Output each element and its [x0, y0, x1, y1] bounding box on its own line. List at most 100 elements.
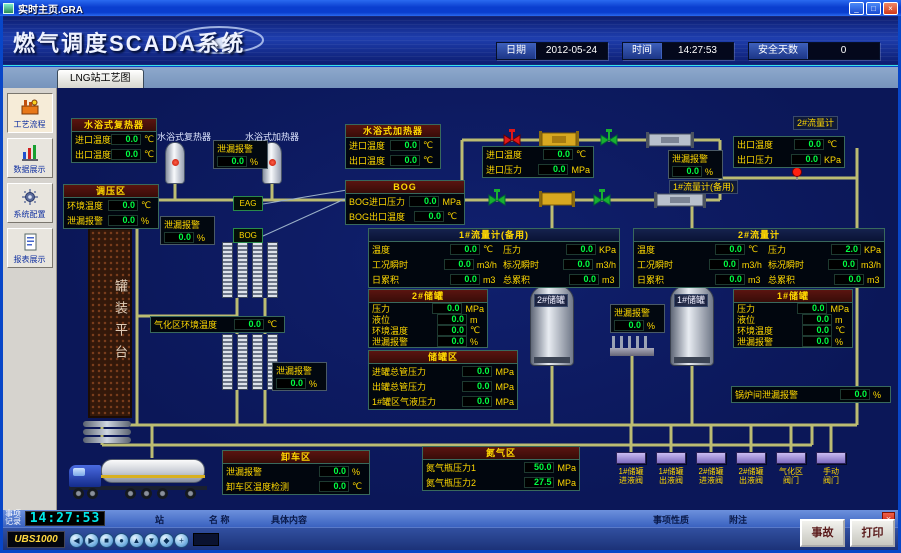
field-value: 0.0 — [108, 200, 138, 211]
field-value: 0.0 — [714, 274, 745, 285]
sidebar-item-report-display[interactable]: 报表展示 — [6, 228, 53, 268]
gas-bottles — [83, 421, 131, 445]
bog-label: BOG — [233, 228, 263, 243]
field-value: 0.0 — [108, 215, 138, 226]
valve-icon[interactable] — [600, 129, 618, 146]
field-value: 0.0 — [565, 244, 596, 255]
valve-control: 气化区 阀门 — [773, 452, 809, 485]
nav-button[interactable]: ● — [114, 533, 129, 548]
field-value: 0.0 — [802, 314, 832, 325]
field-label: BOG出口温度 — [349, 212, 406, 222]
header-banner: 燃气调度SCADA系统 日期 2012-05-24 时间 14:27:53 安全… — [3, 16, 898, 66]
nav-button[interactable]: ▼ — [144, 533, 159, 548]
time-label: 时间 — [623, 43, 661, 59]
field-label: 进口温度 — [75, 135, 112, 145]
tab-lng-process[interactable]: LNG站工艺图 — [57, 69, 144, 88]
event-record-title: 事项记录 — [5, 509, 21, 526]
field-value: 27.5 — [524, 477, 555, 488]
minimize-button[interactable]: _ — [849, 1, 864, 15]
valve-icon[interactable] — [503, 129, 521, 146]
valve-button[interactable] — [736, 452, 766, 464]
field-value: 0.0 — [390, 155, 420, 166]
flow-meter-icon — [646, 132, 694, 148]
brand-logo: UBS1000 — [7, 530, 65, 548]
field-unit: MPa — [442, 196, 461, 207]
field-label: 出口压力 — [737, 155, 774, 165]
status-field[interactable] — [193, 532, 219, 546]
nav-button-group: ◀▶■●▲▼◆+ — [69, 530, 189, 548]
field-value: 0.0 — [840, 389, 870, 400]
valve-button[interactable] — [656, 452, 686, 464]
field-value: 0.0 — [790, 154, 821, 165]
reheater-label: 水浴式复热器 — [157, 132, 212, 142]
valve-button[interactable] — [776, 452, 806, 464]
field-label: 氮气瓶压力1 — [426, 463, 477, 473]
sidebar-item-data-display[interactable]: 数据展示 — [6, 138, 53, 178]
field-unit: m3/h — [741, 259, 762, 270]
leak-alarm-panel: 泄漏报警 0.0% — [610, 304, 665, 333]
sidebar-item-process-flow[interactable]: 工艺流程 — [6, 93, 53, 133]
sidebar-item-label: 系统配置 — [13, 210, 46, 219]
valve-button[interactable] — [616, 452, 646, 464]
nav-button[interactable]: ■ — [99, 533, 114, 548]
nav-button[interactable]: ◀ — [69, 533, 84, 548]
field-value: 0.0 — [443, 259, 474, 270]
field-label: 总累积 — [502, 275, 530, 285]
valve-button[interactable] — [816, 452, 846, 464]
valve-button[interactable] — [696, 452, 726, 464]
field-value: 0.0 — [834, 274, 864, 285]
print-button[interactable]: 打印 — [850, 519, 895, 547]
close-button[interactable]: × — [883, 1, 898, 15]
field-value: 0.0 — [449, 244, 480, 255]
field-value: 0.0 — [409, 196, 440, 207]
valve-label: 2#储罐 出液阀 — [738, 467, 764, 485]
field-label: 工况瞬时 — [637, 260, 674, 270]
field-unit: % — [873, 389, 882, 400]
system-title: 燃气调度SCADA系统 — [13, 31, 246, 56]
field-label: 压力 — [502, 245, 521, 255]
accident-button[interactable]: 事故 — [800, 519, 845, 547]
sidebar-item-system-config[interactable]: 系统配置 — [6, 183, 53, 223]
valve-icon[interactable] — [488, 189, 506, 206]
field-label: BOG进口压力 — [349, 197, 406, 207]
field-label: 出口温度 — [737, 140, 774, 150]
filling-platform: 罐装平台 — [88, 228, 132, 418]
field-unit: MPa — [557, 462, 576, 473]
nav-button[interactable]: ▲ — [129, 533, 144, 548]
field-unit: MPa — [495, 366, 514, 377]
time-box: 时间 14:27:53 — [622, 42, 734, 60]
field-value: 0.0 — [234, 319, 264, 330]
time-value: 14:27:53 — [661, 43, 733, 59]
nav-button[interactable]: ▶ — [84, 533, 99, 548]
data-display-icon — [21, 145, 38, 161]
field-unit: ℃ — [267, 319, 278, 329]
event-column-station: 站 — [155, 515, 165, 525]
event-clock: 14:27:53 — [25, 511, 105, 526]
valve-icon[interactable] — [593, 189, 611, 206]
field-unit: m3 — [482, 274, 496, 285]
header-info-group: 日期 2012-05-24 时间 14:27:53 安全天数 0 — [496, 42, 880, 60]
field-value: 0.0 — [111, 134, 142, 145]
valve-control: 手动 阀门 — [813, 452, 849, 485]
nav-button[interactable]: + — [174, 533, 189, 548]
flow-meter-icon — [539, 191, 575, 207]
field-unit: ℃ — [144, 149, 155, 159]
field-value: 0.0 — [462, 381, 493, 392]
leak-alarm-panel: 泄漏报警 0.0% — [668, 150, 723, 179]
maximize-button[interactable]: □ — [866, 1, 881, 15]
nav-button[interactable]: ◆ — [159, 533, 174, 548]
field-label: 总累积 — [767, 275, 795, 285]
